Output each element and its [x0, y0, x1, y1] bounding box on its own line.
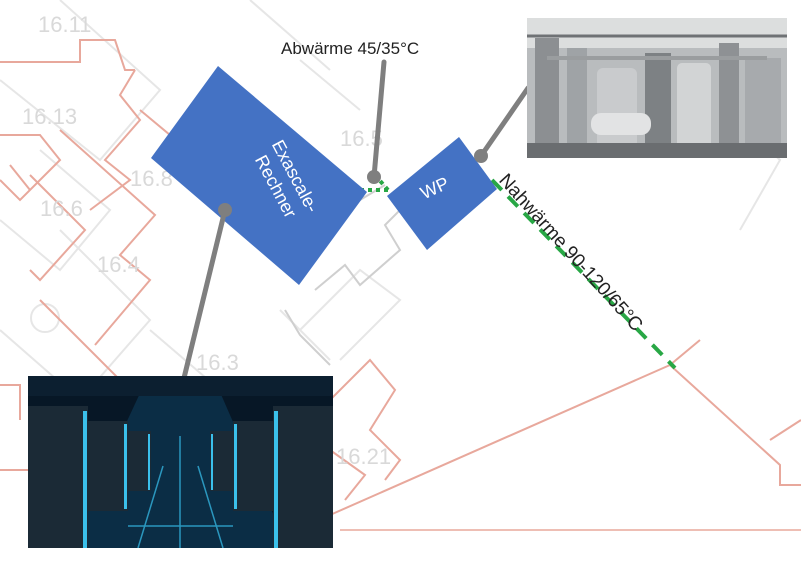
connector-dots	[218, 149, 488, 217]
room-number: 16.4	[97, 252, 140, 277]
connector-dot	[474, 149, 488, 163]
connector-dot	[218, 203, 232, 217]
district-heat-pipe	[490, 178, 677, 370]
heat-pump-box	[387, 137, 497, 250]
room-number: 16.13	[22, 104, 78, 129]
heat-pump-room-photo	[527, 18, 787, 158]
room-number: 16.3	[196, 350, 239, 375]
connector-datacenter	[181, 207, 228, 381]
room-number: 16.6	[40, 196, 83, 221]
room-number: 16.11	[38, 12, 92, 37]
building-outline	[284, 184, 411, 366]
heat-pump-room-illustration	[527, 18, 787, 158]
floorplan-lines	[0, 39, 801, 531]
waste-heat-label: Abwärme 45/35°C	[281, 39, 420, 58]
exascale-computer-box	[151, 66, 367, 285]
datacenter-illustration	[28, 376, 333, 548]
connector-waste-heat	[371, 59, 387, 180]
connectors	[181, 59, 531, 381]
datacenter-server-racks-photo	[28, 376, 333, 548]
connector-dot	[367, 170, 381, 184]
room-number: 16.21	[336, 444, 392, 469]
connector-heat-pump	[478, 85, 531, 159]
floorplan-faint-lines	[0, 0, 782, 402]
